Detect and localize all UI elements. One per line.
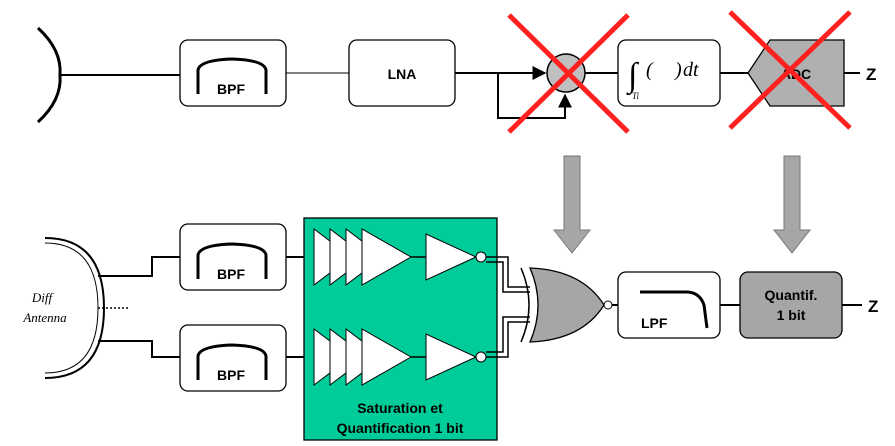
diff-antenna-icon: [44, 237, 106, 379]
bpf1-curve-icon: [196, 242, 268, 279]
antenna-label-line1: Diff: [31, 290, 55, 305]
amp-stage-4b: [361, 328, 413, 386]
down-arrow-mixer-icon: [552, 155, 592, 254]
down-arrow-adc-icon: [772, 155, 812, 254]
inverter-bottom: [425, 333, 478, 381]
integrator-close-paren: ): [674, 59, 682, 81]
amplifier-chain-bottom: [313, 327, 487, 387]
antenna-label-line2: Antenna: [22, 310, 67, 325]
saturation-label-line2: Quantification 1 bit: [337, 420, 464, 436]
wire-antenna-bpf2: [98, 340, 180, 358]
bottom-bpf2-label: BPF: [217, 367, 245, 383]
integrator-lower-limit: Ti: [632, 91, 640, 101]
bottom-output-label: Z: [868, 297, 878, 316]
top-bpf-label: BPF: [217, 81, 245, 97]
wires-to-xor: [486, 256, 530, 358]
quantif-label-line1: Quantif.: [765, 287, 818, 303]
xor-gate-back-curve: [520, 267, 530, 343]
cross-mixer-icon: [507, 13, 630, 134]
diff-antenna-inner: [44, 242, 99, 374]
inverter-top: [425, 233, 478, 281]
top-chain: BPF LNA ∫ Ti ( ) dt ADC Z: [36, 10, 876, 134]
bpf2-curve-icon: [196, 343, 268, 380]
cross-adc-icon: [728, 10, 852, 130]
lna-label: LNA: [388, 66, 417, 82]
lpf-label: LPF: [641, 315, 668, 331]
integrator-dt: dt: [683, 59, 699, 81]
wire-feedback-loop: [497, 73, 572, 119]
inverter-bottom-bubble: [475, 351, 487, 363]
integrator-open-paren: (: [646, 59, 654, 81]
wire-antenna-bpf1: [98, 256, 180, 277]
top-output-label: Z: [866, 65, 876, 84]
lpf-curve-icon: [640, 290, 709, 329]
quantif-label-line2: 1 bit: [777, 307, 806, 323]
xor-gate-bubble: [603, 300, 613, 310]
bottom-chain: Diff Antenna BPF BPF: [22, 217, 878, 441]
xor-gate-icon: [528, 267, 605, 343]
quantif-block: [739, 271, 843, 339]
amp-stage-4: [361, 228, 413, 286]
inverter-top-bubble: [475, 251, 487, 263]
integral-sign: ∫: [626, 57, 640, 96]
saturation-label-line1: Saturation et: [357, 400, 443, 416]
horn-antenna-icon: [36, 26, 62, 124]
bpf-curve-icon: [196, 57, 268, 94]
amplifier-chain-top: [313, 227, 487, 287]
bottom-bpf1-label: BPF: [217, 266, 245, 282]
